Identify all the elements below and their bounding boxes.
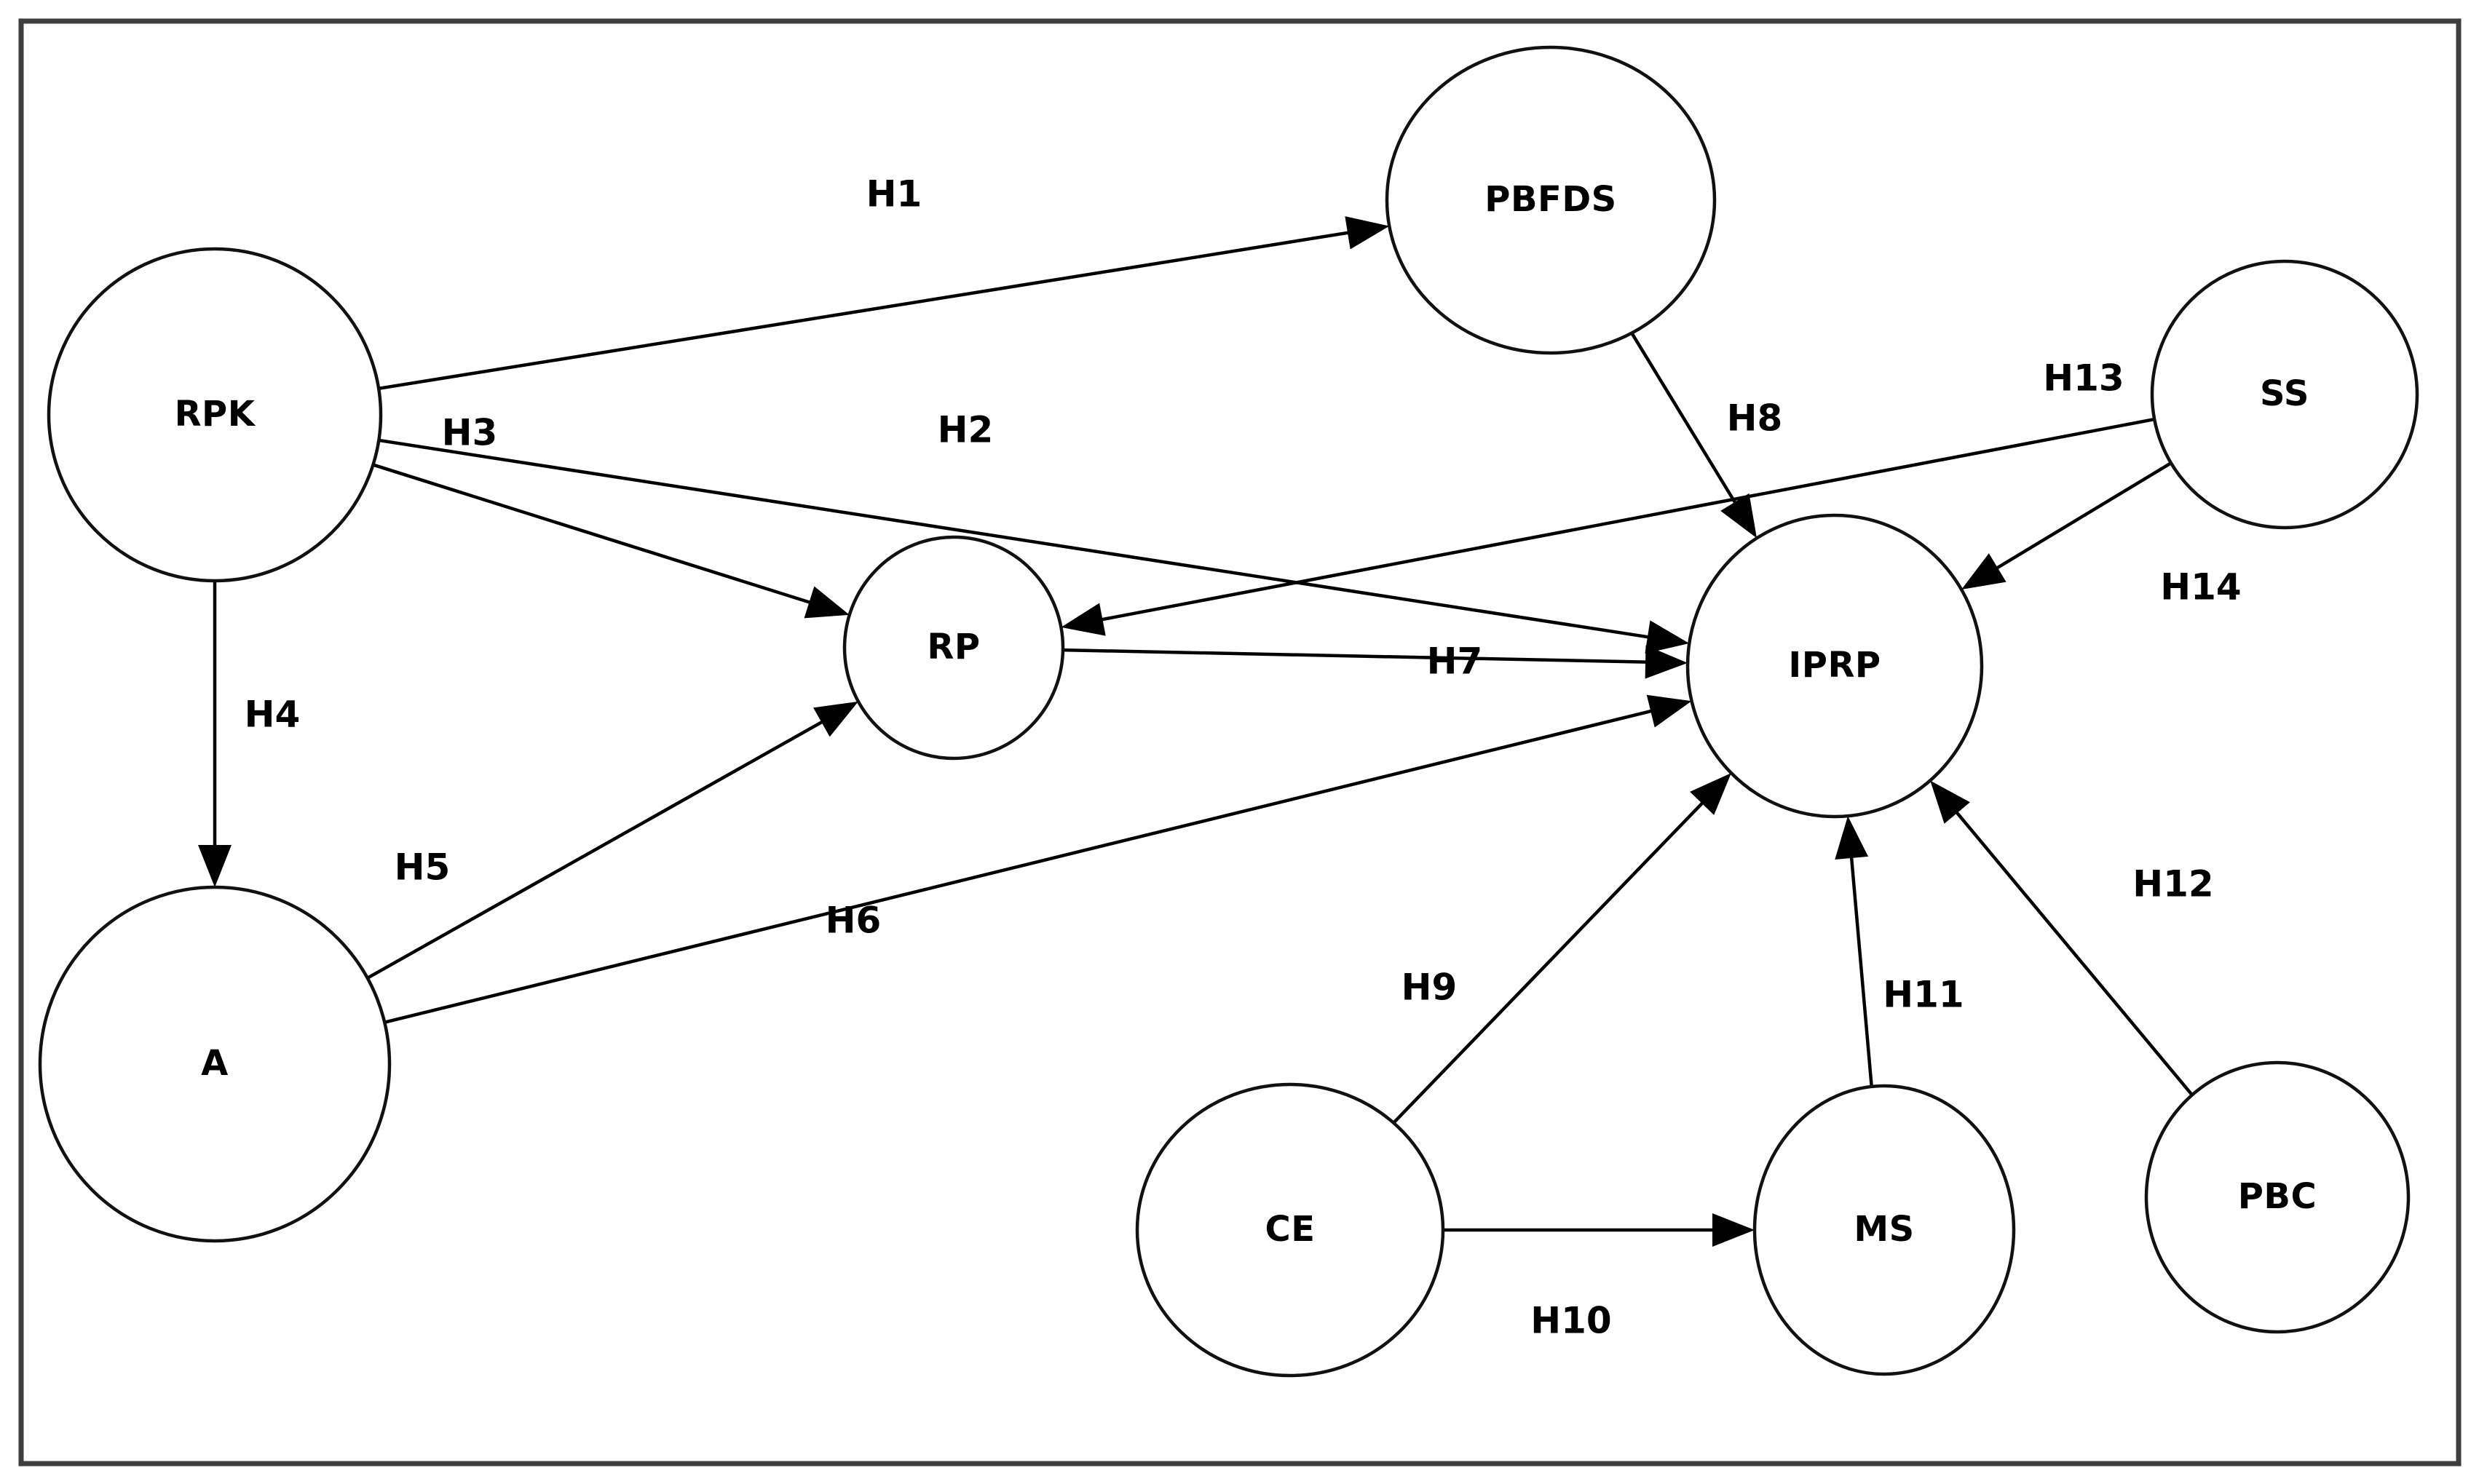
- arrow-head-icon-h7: [1645, 645, 1688, 679]
- node-ss[interactable]: SS: [2150, 259, 2419, 530]
- arrow-head-icon-h13: [1061, 603, 1106, 636]
- edge-line-h6: [384, 705, 1669, 1024]
- arrow-head-icon-h14: [1961, 553, 2006, 590]
- edge-line-h1: [378, 228, 1366, 391]
- edge-label-h3: H3: [442, 412, 498, 454]
- edge-h12[interactable]: [1930, 780, 2194, 1096]
- node-label-rpk: RPK: [175, 394, 256, 435]
- node-pbc[interactable]: PBC: [2144, 1060, 2411, 1334]
- arrow-head-icon-h3: [804, 586, 850, 619]
- node-rp[interactable]: RP: [842, 535, 1065, 761]
- node-a[interactable]: A: [38, 885, 392, 1243]
- node-ms[interactable]: MS: [1752, 1084, 2016, 1376]
- edge-h2[interactable]: [378, 438, 1690, 654]
- edge-line-h9: [1392, 790, 1715, 1124]
- node-shape-ce: [1135, 1082, 1445, 1378]
- nodes-layer: RPK PBFDS SS RP IPRP A CE MS PBC: [38, 45, 2419, 1378]
- node-shape-a: [38, 885, 392, 1243]
- node-label-rp: RP: [927, 627, 980, 667]
- edge-line-h5: [366, 712, 838, 980]
- node-label-ss: SS: [2260, 373, 2309, 414]
- node-shape-iprp: [1685, 513, 1984, 819]
- edge-label-h6: H6: [826, 900, 882, 942]
- edge-label-h11: H11: [1883, 974, 1964, 1016]
- edge-label-h7: H7: [1427, 640, 1483, 683]
- arrow-head-icon-h12: [1930, 780, 1970, 824]
- node-label-pbfds: PBFDS: [1484, 179, 1616, 220]
- edge-line-h8: [1630, 332, 1746, 518]
- edge-h10[interactable]: [1443, 1213, 1755, 1247]
- node-label-iprp: IPRP: [1788, 645, 1881, 686]
- edge-label-h10: H10: [1530, 1300, 1611, 1342]
- node-label-ce: CE: [1265, 1209, 1315, 1250]
- node-ce[interactable]: CE: [1135, 1082, 1445, 1378]
- edge-label-h5: H5: [395, 846, 451, 889]
- edge-line-h2: [378, 438, 1666, 642]
- edge-h9[interactable]: [1392, 773, 1731, 1124]
- node-iprp[interactable]: IPRP: [1685, 513, 1984, 819]
- edge-h3[interactable]: [372, 463, 850, 619]
- edge-h13[interactable]: [1061, 417, 2155, 636]
- edge-h11[interactable]: [1835, 816, 1873, 1087]
- arrow-head-icon-h1: [1345, 216, 1390, 250]
- edge-h6[interactable]: [384, 694, 1692, 1024]
- diagram-frame: [18, 18, 2462, 1467]
- node-pbfds[interactable]: PBFDS: [1385, 45, 1717, 355]
- edge-label-h14: H14: [2160, 566, 2241, 608]
- edge-line-h7: [1062, 648, 1664, 664]
- node-shape-ms: [1752, 1084, 2016, 1376]
- edge-label-h2: H2: [938, 409, 994, 451]
- edge-h1[interactable]: [378, 216, 1390, 391]
- arrow-head-icon-h11: [1835, 816, 1869, 860]
- edge-line-h3: [372, 463, 827, 609]
- arrow-head-icon-h5: [813, 701, 858, 737]
- node-label-a: A: [201, 1043, 229, 1084]
- node-label-pbc: PBC: [2238, 1176, 2317, 1217]
- arrow-head-icon-h6: [1646, 694, 1692, 728]
- node-shape-pbfds: [1385, 45, 1717, 355]
- node-label-ms: MS: [1854, 1209, 1914, 1250]
- edge-label-h1: H1: [866, 173, 922, 215]
- edge-h14[interactable]: [1961, 461, 2172, 590]
- edge-label-h8: H8: [1727, 397, 1783, 440]
- edge-line-h14: [1982, 461, 2172, 579]
- edge-line-h12: [1945, 798, 2194, 1096]
- edge-label-h13: H13: [2043, 357, 2124, 400]
- node-shape-rp: [842, 535, 1065, 761]
- node-rpk[interactable]: RPK: [47, 247, 383, 583]
- edge-h4[interactable]: [198, 581, 232, 887]
- edge-line-h11: [1848, 840, 1873, 1087]
- edge-label-h4: H4: [245, 694, 301, 736]
- arrow-head-icon-h9: [1690, 773, 1731, 815]
- edge-label-h9: H9: [1401, 967, 1458, 1009]
- node-shape-pbc: [2144, 1060, 2411, 1334]
- edge-line-h13: [1085, 417, 2155, 624]
- arrow-head-icon-h10: [1712, 1213, 1755, 1247]
- edges-layer: [198, 216, 2194, 1247]
- arrow-head-icon-h2: [1645, 620, 1690, 654]
- edge-h8[interactable]: [1630, 332, 1758, 539]
- arrow-head-icon-h8: [1720, 493, 1758, 539]
- node-shape-rpk: [47, 247, 383, 583]
- edge-label-h12: H12: [2132, 863, 2213, 905]
- node-shape-ss: [2150, 259, 2419, 530]
- edge-h5[interactable]: [366, 701, 858, 980]
- arrow-head-icon-h4: [198, 845, 232, 887]
- edge-h7[interactable]: [1062, 645, 1688, 679]
